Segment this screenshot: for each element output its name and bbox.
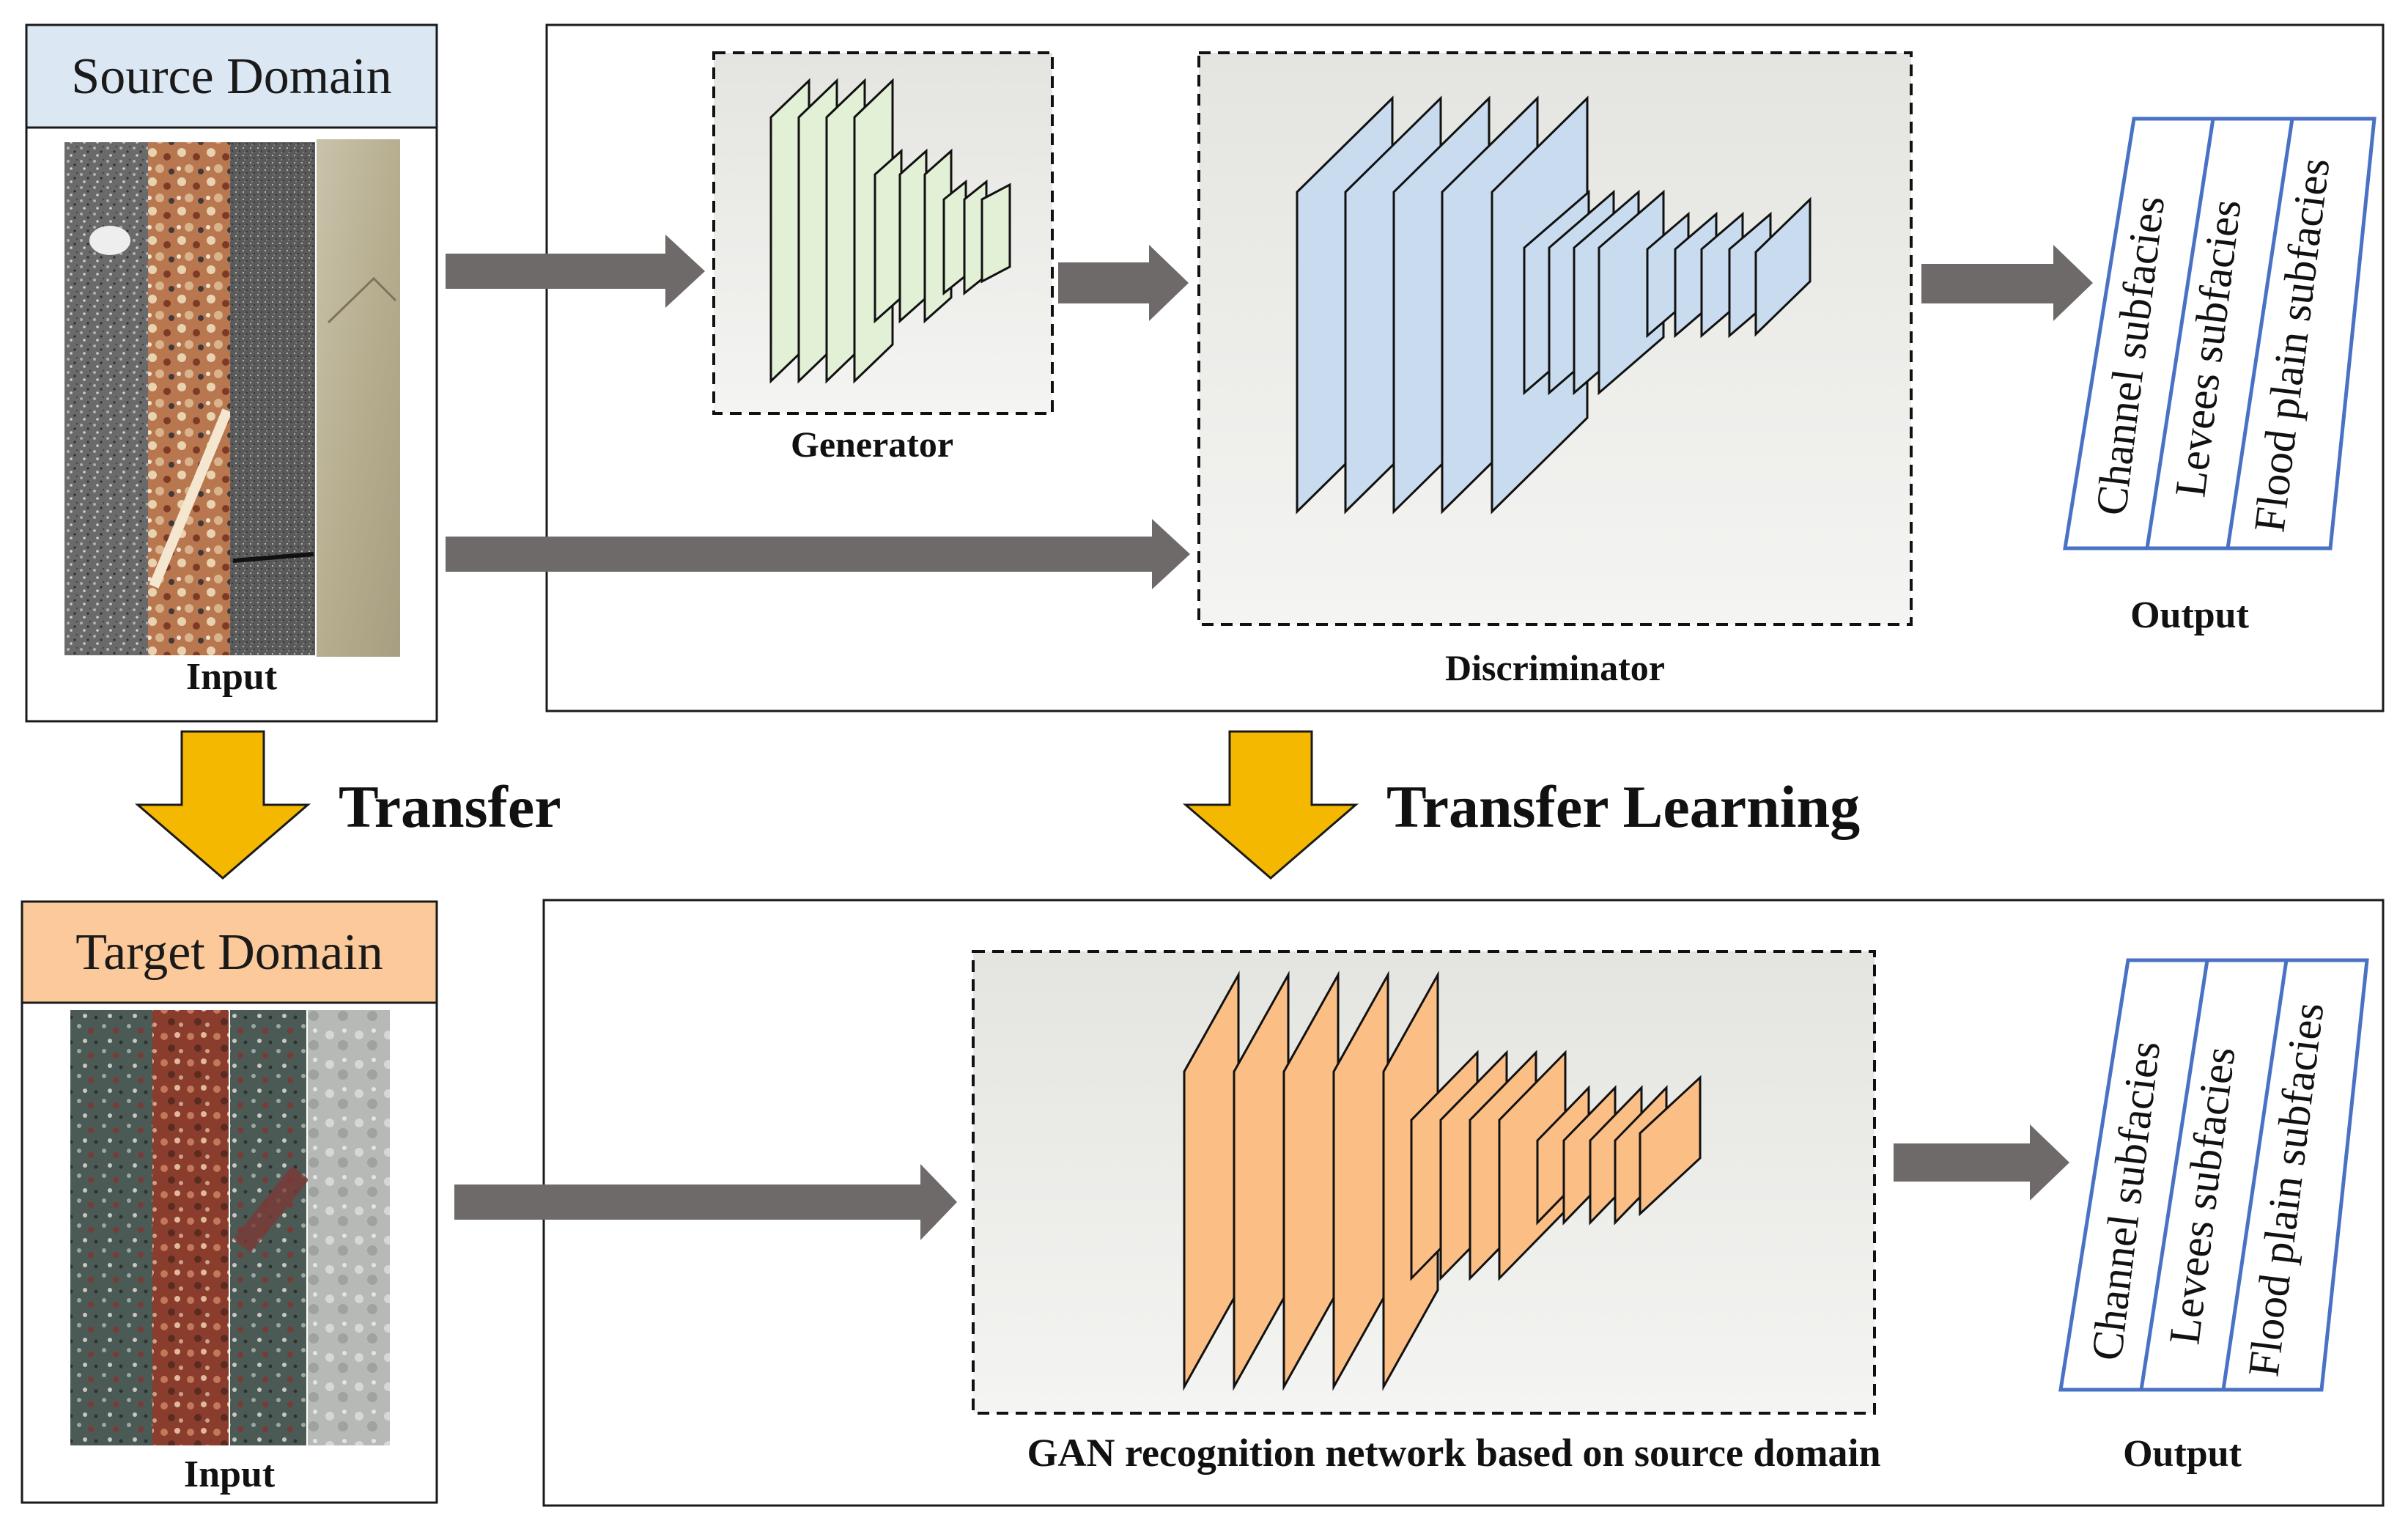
discriminator-to-output-arrow — [1921, 245, 2093, 321]
source-core-image-3 — [230, 142, 315, 655]
source-core-images — [64, 139, 400, 657]
bottom-panel: GAN recognition network based on source … — [454, 899, 2385, 1507]
input-to-discriminator-arrow — [446, 519, 1190, 589]
network-to-output-arrow — [1894, 1124, 2069, 1201]
generator-layers — [769, 78, 1011, 384]
top-output-box — [2063, 117, 2376, 550]
target-domain-box: Target Domain Input — [21, 900, 438, 1504]
discriminator-label: Discriminator — [1445, 647, 1665, 688]
target-domain-title-box — [21, 900, 438, 1004]
target-core-images — [70, 1010, 390, 1445]
recognition-network-label: GAN recognition network based on source … — [1027, 1431, 1880, 1475]
target-domain-title: Target Domain — [75, 924, 383, 981]
input-to-network-arrow — [454, 1164, 957, 1240]
source-domain-title-box — [25, 23, 438, 129]
source-domain-title: Source Domain — [71, 48, 391, 105]
target-core-image-4 — [308, 1010, 390, 1445]
target-input-label: Input — [184, 1454, 276, 1495]
source-core-image-1 — [64, 142, 148, 655]
transfer-arrow-right — [1182, 730, 1359, 880]
generator-to-discriminator-arrow — [1058, 245, 1189, 321]
top-arrows — [446, 235, 2093, 589]
target-core-image-1 — [70, 1010, 152, 1445]
bottom-output-box — [2058, 958, 2369, 1392]
target-core-image-2 — [152, 1010, 229, 1445]
source-core-image-4 — [317, 139, 400, 657]
discriminator-layers — [1296, 95, 1811, 515]
transfer-arrow-left — [134, 730, 311, 880]
source-domain-box: Source Domain Input — [25, 23, 438, 723]
top-panel: Generator Discriminator — [446, 23, 2385, 712]
recognition-network-layers — [1183, 970, 1702, 1391]
top-output-label: Output — [2130, 594, 2250, 636]
generator-label: Generator — [791, 424, 953, 465]
transfer-label: Transfer — [339, 773, 561, 840]
source-input-label: Input — [186, 656, 278, 698]
transfer-learning-label: Transfer Learning — [1386, 773, 1860, 840]
bottom-arrows — [454, 1124, 2069, 1240]
input-to-generator-arrow — [446, 235, 705, 308]
bottom-output-label: Output — [2123, 1433, 2242, 1475]
transfer-row: Transfer Transfer Learning — [134, 730, 1860, 880]
